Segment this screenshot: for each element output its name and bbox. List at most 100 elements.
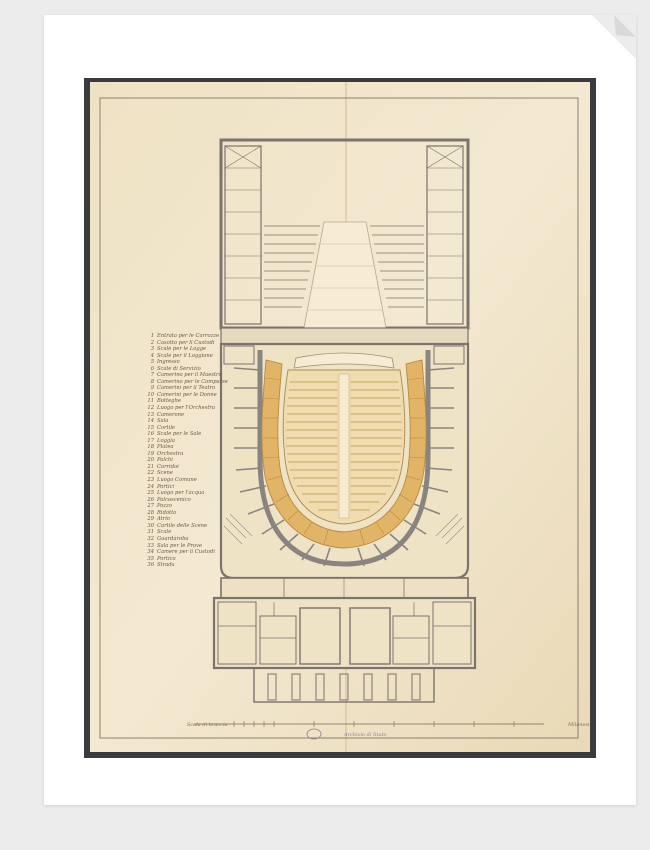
legend-item-text: Cortile [157,424,176,431]
legend-item-number: 24 [147,483,154,490]
legend-item-number: 34 [147,549,154,556]
legend-item-number: 30 [147,522,154,529]
legend-item-text: Portici [157,483,175,490]
archive-stamp [306,728,322,740]
legend-item-number: 2 [150,339,154,346]
orchestra-pit [293,352,395,369]
box-tier [261,359,427,549]
legend-item-number: 18 [147,444,154,451]
legend-item-number: 36 [147,562,154,569]
legend-item-text: Loggia [157,437,175,444]
legend-item-text: Atrio [157,516,171,523]
stage-flats [264,225,424,308]
legend-item-text: Camere per li Custodi [157,549,215,556]
legend-item-number: 5 [150,359,154,366]
legend-item-text: Guardaroba [157,535,189,542]
legend-item-text: Camerone [157,411,185,418]
legend-item-text: Scale per le Logge [157,346,207,353]
legend-item-text: Sala [157,418,169,425]
legend-item-text: Palchi [157,457,173,464]
legend-item-text: Platea [157,444,174,451]
central-aisle [338,373,350,519]
legend-item-text: Cortile delle Scene [157,522,208,529]
legend-item-number: 33 [147,542,154,549]
legend-item-number: 7 [150,372,154,379]
legend-item-text: Camerino per il Maestro [157,372,222,379]
legend-item-text: Scale di Servizio [157,365,201,372]
scale-label-left: Scala di braccia [187,722,228,728]
legend-item-number: 12 [147,405,154,412]
legend-item-number: 16 [147,431,154,438]
legend-item-text: Corridoi [157,463,179,470]
legend-item-number: 6 [150,365,154,372]
legend-item-number: 35 [147,555,154,562]
sheet-border [99,97,579,739]
legend-item-text: Luogo per l'acqua [157,490,205,497]
legend-item-number: 4 [150,352,154,359]
legend-item-text: Palcoscenico [157,496,191,503]
legend-item-text: Scale per le Sale [157,431,202,438]
legend-item-number: 19 [147,450,154,457]
legend-item-number: 23 [147,477,154,484]
legend-item-text: Strada [157,562,175,569]
page-corner-curl [592,15,636,59]
legend-item-number: 15 [147,424,154,431]
legend-item-number: 17 [147,437,154,444]
legend-item-text: Scale per il Loggione [157,352,213,359]
legend-item-text: Portico [157,555,176,562]
legend-item-text: Camerini per le Donne [157,391,217,398]
stamp-label: Archivio di Stato [344,732,387,738]
legend-item-text: Ridotto [157,509,177,516]
legend-item-text: Ingresso [157,359,180,366]
front-building [212,596,477,670]
legend-item-text: Botteghe [157,398,181,405]
legend-item-text: Sala per le Prove [157,542,203,549]
legend-item-number: 1 [150,333,154,339]
legend-item-text: Casotto per li Custodi [157,339,215,346]
legend-item-text: Entrata per le Carrozze [157,333,220,339]
legend-item-text: Camerino per le Comparse [157,378,228,385]
theatre-floor-plan [84,78,596,758]
scale-label-right: Milanesi [568,722,590,728]
legend-item-number: 21 [147,463,154,470]
legend-item-number: 3 [150,346,154,353]
portico [253,667,435,703]
parterre-seat-rows [286,381,402,511]
legend-item-number: 10 [147,391,154,398]
legend-item-number: 29 [147,516,154,523]
scale-bar [194,721,544,727]
box-tier-dividers [263,377,425,545]
legend-item-text: Scene [157,470,173,477]
legend-item-number: 27 [147,503,154,510]
foyer [220,577,469,599]
legend-item-number: 28 [147,509,154,516]
legend-item-text: Pozzo [157,503,172,510]
legend-item-number: 20 [147,457,154,464]
legend-item-text: Camerini per il Teatro [157,385,216,392]
